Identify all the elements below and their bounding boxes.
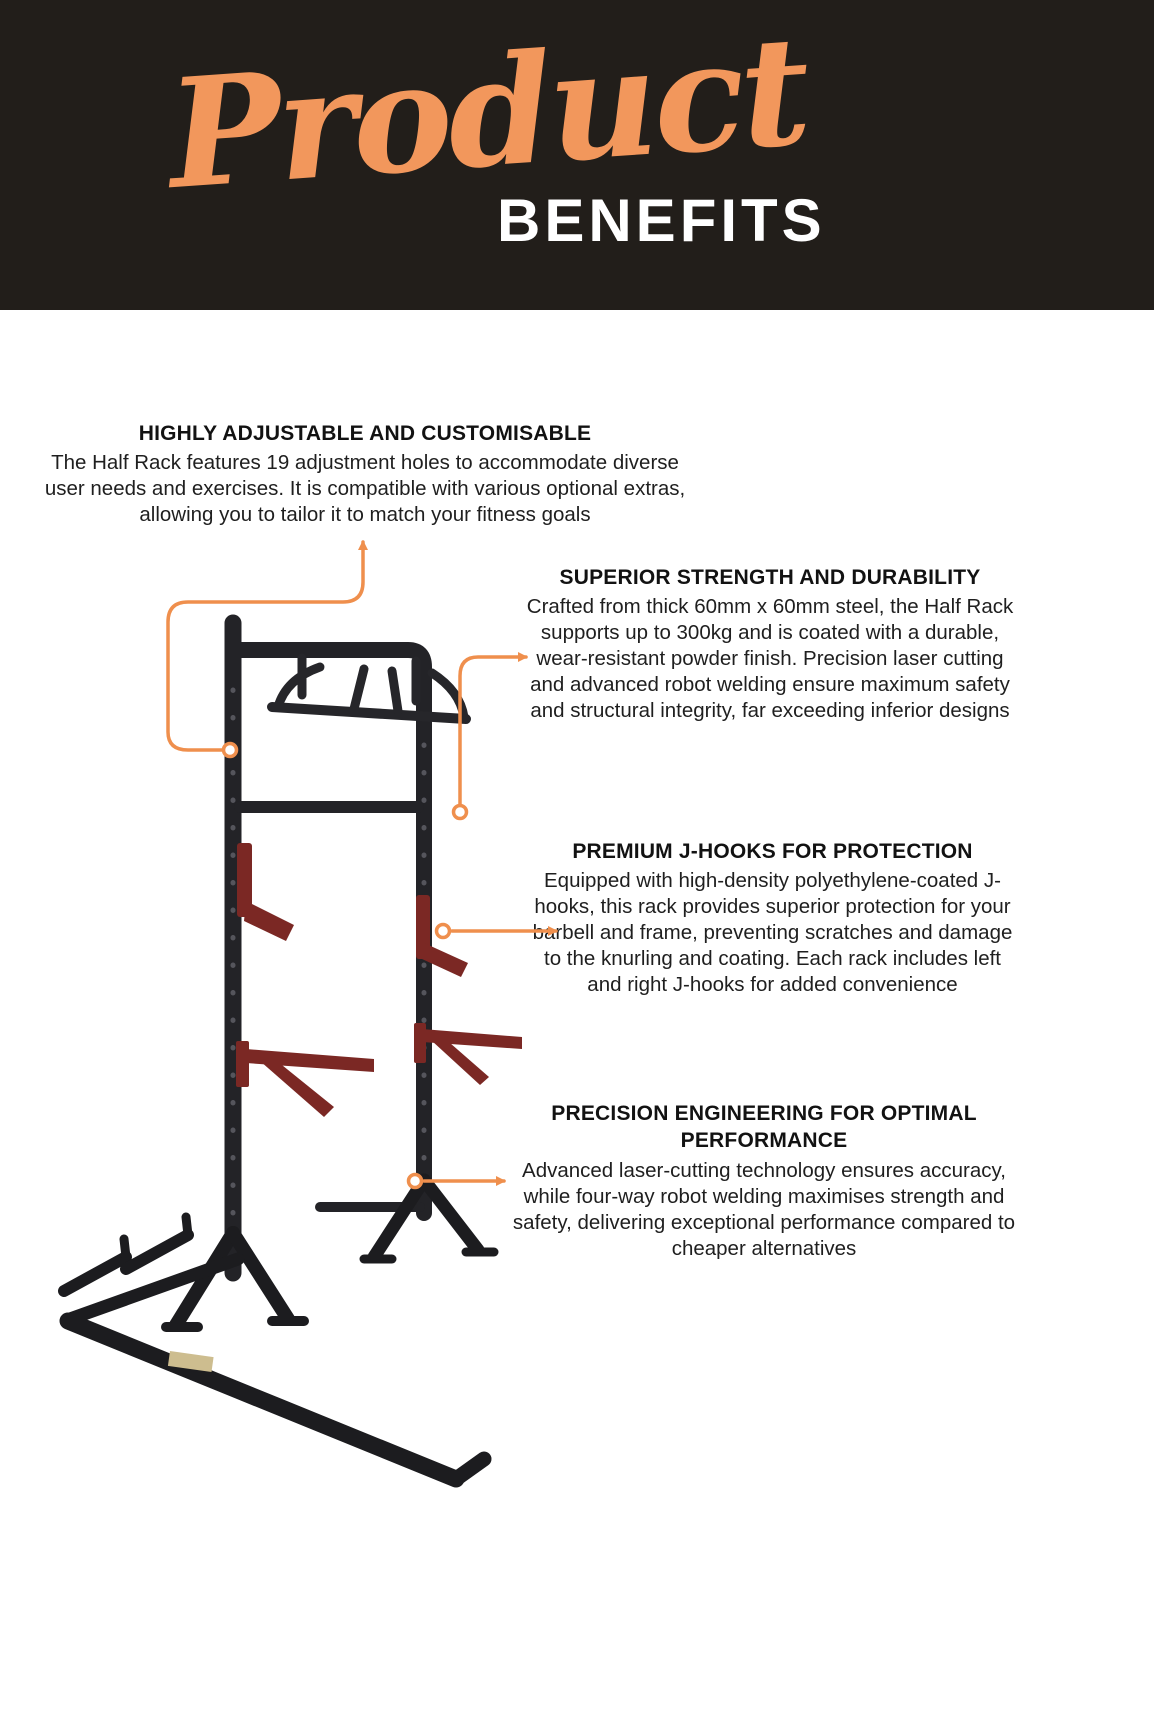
benefit-body: The Half Rack features 19 adjustment hol…	[44, 451, 686, 527]
benefit-heading: PREMIUM J-HOOKS FOR PROTECTION	[572, 840, 973, 863]
spotter-arms	[236, 1023, 522, 1117]
pullup-bar	[267, 653, 471, 724]
benefit-block-adjustable: HIGHLY ADJUSTABLE AND CUSTOMISABLE The H…	[40, 420, 690, 528]
benefits-title-text: BENEFITS	[497, 187, 826, 254]
benefit-block-strength: SUPERIOR STRENGTH AND DURABILITY Crafted…	[520, 564, 1020, 724]
half-rack-illustration	[58, 614, 522, 1488]
benefit-block-engineering: PRECISION ENGINEERING FOR OPTIMAL PERFOR…	[508, 1100, 1020, 1262]
benefit-body: Advanced laser-cutting technology ensure…	[512, 1158, 1016, 1260]
benefit-heading: PRECISION ENGINEERING FOR OPTIMAL PERFOR…	[551, 1102, 977, 1153]
warning-sticker	[167, 1351, 214, 1372]
rack-base	[58, 1173, 499, 1488]
benefit-block-jhooks: PREMIUM J-HOOKS FOR PROTECTION Equipped …	[525, 838, 1020, 998]
product-script-text: Product	[162, 2, 812, 224]
benefit-body: Crafted from thick 60mm x 60mm steel, th…	[526, 595, 1014, 723]
j-hooks	[237, 843, 468, 977]
header-banner: Product BENEFITS	[0, 0, 1154, 310]
benefit-body: Equipped with high-density polyethylene-…	[532, 869, 1013, 997]
benefit-heading: HIGHLY ADJUSTABLE AND CUSTOMISABLE	[138, 422, 592, 445]
benefit-heading: SUPERIOR STRENGTH AND DURABILITY	[559, 566, 981, 589]
